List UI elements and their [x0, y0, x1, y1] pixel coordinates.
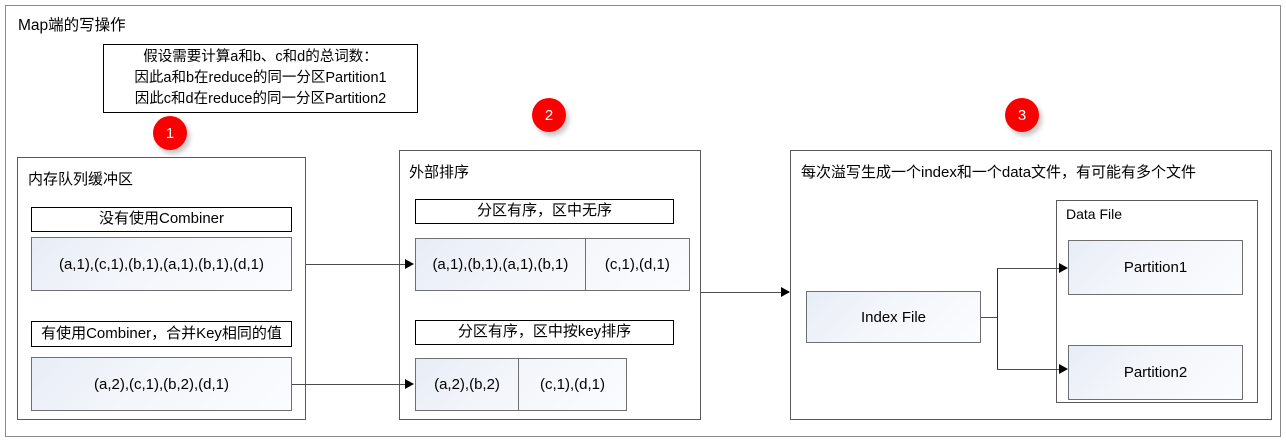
stage2-sorted-partitions: (a,2),(b,2) (c,1),(d,1) [415, 358, 627, 411]
stage1-header-with-combiner: 有使用Combiner，合并Key相同的值 [31, 321, 292, 347]
note-line-3: 因此c和d在reduce的同一分区Partition2 [134, 91, 387, 108]
step-badge-2: 2 [532, 98, 566, 132]
partition1-box: Partition1 [1068, 240, 1243, 295]
connector-buffer-to-sort-2 [292, 384, 405, 385]
stage2-header-sorted: 分区有序，区中按key排序 [415, 320, 674, 345]
connector-index-to-partition2-arrow [1059, 364, 1068, 374]
stage2-unsorted-partitions: (a,1),(b,1),(a,1),(b,1) (c,1),(d,1) [415, 238, 690, 291]
page-title: Map端的写操作 [18, 17, 126, 34]
data-file-label: Data File [1066, 206, 1123, 222]
stage3-title: 每次溢写生成一个index和一个data文件，有可能有多个文件 [801, 164, 1197, 181]
stage2-sorted-partition2: (c,1),(d,1) [518, 359, 626, 410]
index-file-box: Index File [806, 291, 981, 343]
step-badge-3: 3 [1005, 98, 1039, 132]
connector-index-branch-vertical [997, 268, 998, 369]
stage1-data-with-combiner: (a,2),(c,1),(b,2),(d,1) [31, 357, 292, 411]
assumption-note: 假设需要计算a和b、c和d的总词数： 因此a和b在reduce的同一分区Part… [103, 44, 418, 113]
stage1-title: 内存队列缓冲区 [28, 171, 134, 188]
stage2-sorted-partition1: (a,2),(b,2) [434, 376, 500, 393]
stage2-unsorted-partition2: (c,1),(d,1) [584, 239, 689, 290]
stage2-header-unsorted: 分区有序，区中无序 [415, 199, 674, 224]
stage2-title: 外部排序 [409, 164, 470, 181]
connector-index-stem [981, 317, 998, 318]
connector-sort-to-spill [701, 292, 789, 293]
connector-sort-to-spill-arrow [781, 287, 790, 297]
connector-index-to-partition1 [997, 268, 1061, 269]
connector-buffer-to-sort-1 [306, 264, 405, 265]
partition2-box: Partition2 [1068, 345, 1243, 400]
connector-index-to-partition1-arrow [1059, 263, 1068, 273]
stage1-data-no-combiner: (a,1),(c,1),(b,1),(a,1),(b,1),(d,1) [31, 237, 292, 291]
stage2-unsorted-partition1: (a,1),(b,1),(a,1),(b,1) [432, 256, 569, 273]
connector-index-to-partition2 [997, 369, 1061, 370]
note-line-1: 假设需要计算a和b、c和d的总词数： [143, 48, 378, 65]
stage1-header-no-combiner: 没有使用Combiner [31, 207, 292, 232]
connector-buffer-to-sort-2-arrow [405, 379, 414, 389]
connector-buffer-to-sort-1-arrow [405, 259, 414, 269]
note-line-2: 因此a和b在reduce的同一分区Partition1 [134, 69, 387, 86]
step-badge-1: 1 [153, 116, 187, 150]
